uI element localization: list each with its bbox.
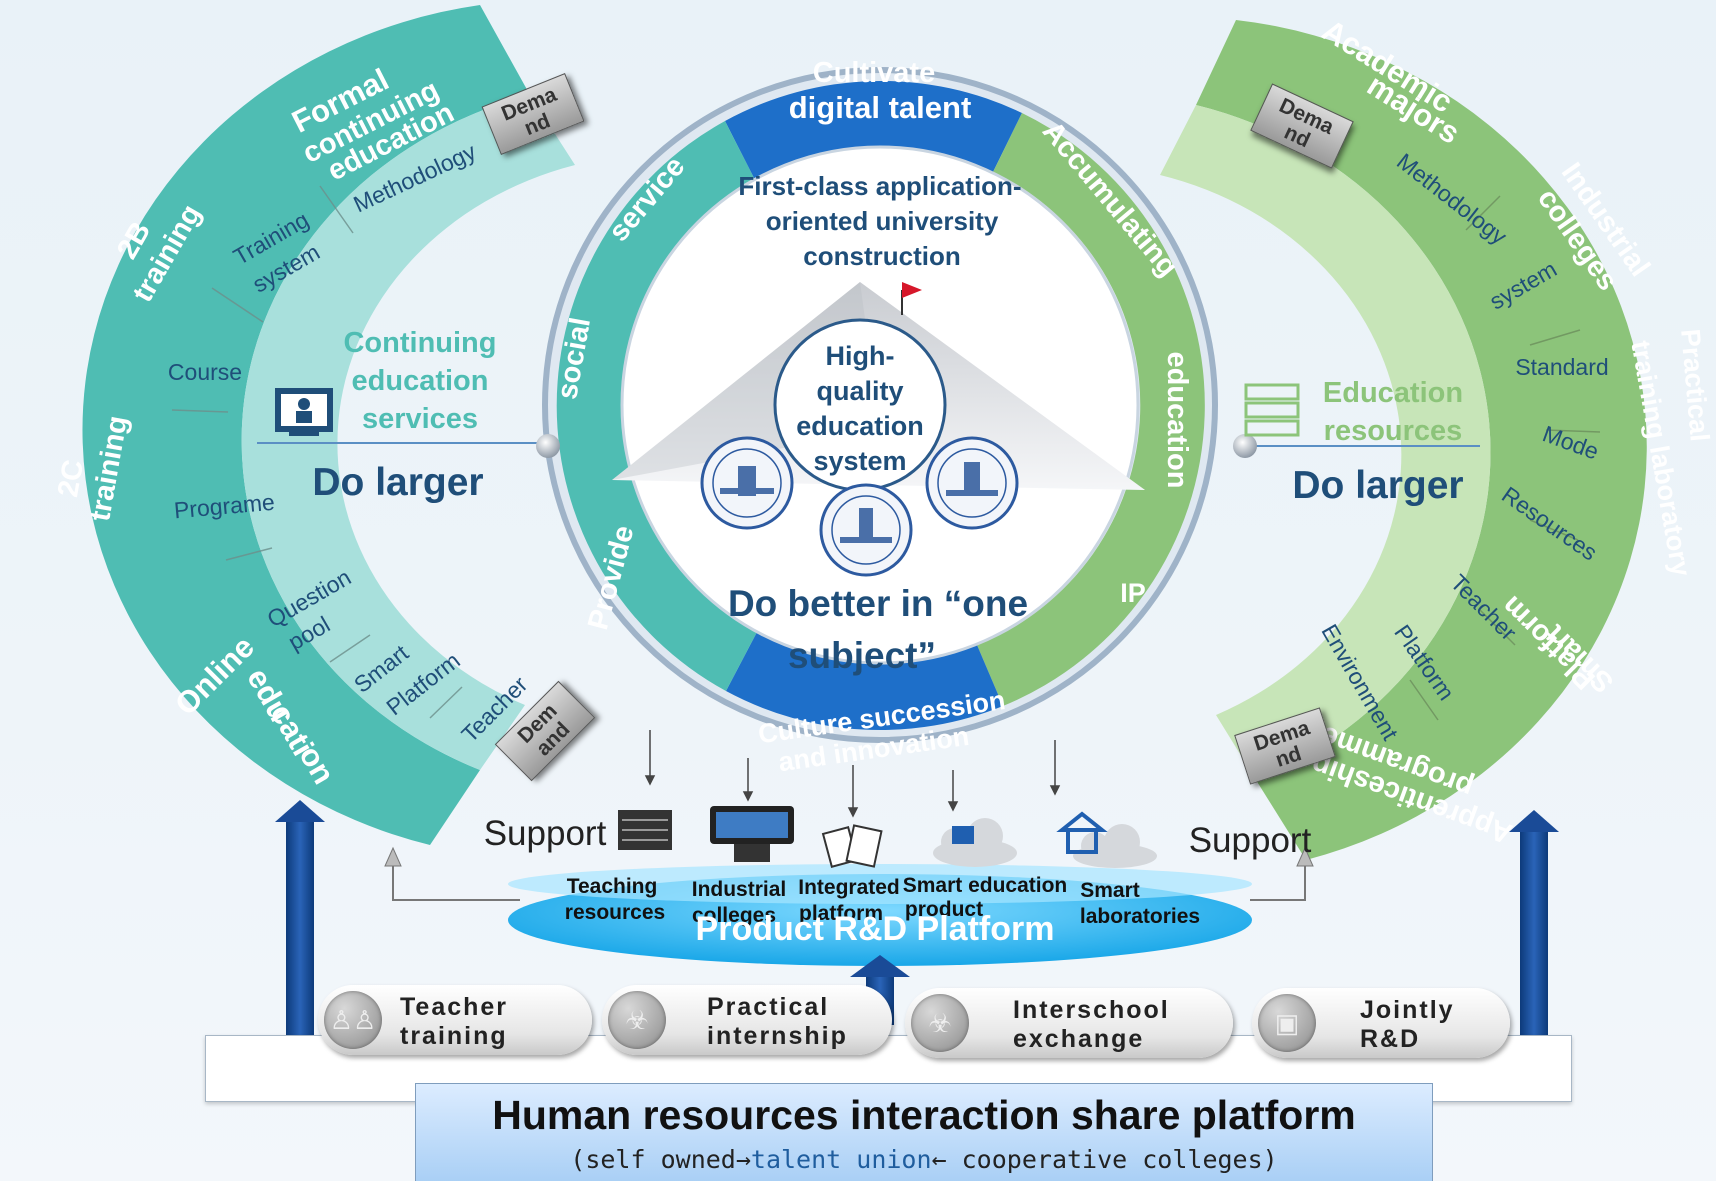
platform-item-1-line-2: resources xyxy=(565,901,665,924)
right-resources-1: Education xyxy=(1323,377,1463,409)
left-services-1: Continuing xyxy=(343,327,496,359)
platform-item-5-line-2: laboratories xyxy=(1080,905,1200,928)
flag-icon xyxy=(902,282,922,298)
logo-seal-bottom xyxy=(819,483,913,577)
teacher-monitor-icon xyxy=(275,388,333,436)
platform-item-4-line-1: Smart education xyxy=(903,874,1068,897)
right-support-arrow xyxy=(1296,846,1314,867)
hr-sub-b: ← cooperative colleges) xyxy=(931,1145,1278,1174)
handshake-icon: ☣ xyxy=(608,991,666,1049)
cloud-home-icon xyxy=(1056,811,1157,868)
pill-2-line-1: Practical xyxy=(707,993,830,1021)
right-inner-standard: Standard xyxy=(1515,354,1608,380)
motto-line-2: subject” xyxy=(788,635,936,676)
left-separators xyxy=(171,185,463,719)
ring-top-text-2: digital talent xyxy=(789,90,972,125)
ring-bottom-segment xyxy=(726,632,1003,731)
right-connector-ball xyxy=(1233,434,1257,458)
left-support-arrow xyxy=(384,846,402,867)
handshake-icon: ☣ xyxy=(911,994,969,1052)
platform-item-5-line-1: Smart xyxy=(1080,879,1140,902)
pill-4-line-2: R&D xyxy=(1360,1025,1421,1053)
platform-item-3-line-1: Integrated xyxy=(798,876,900,899)
pill-practical-internship[interactable]: ☣ Practical internship xyxy=(602,985,892,1055)
core-line-4: system xyxy=(813,446,906,476)
left-2c-1: 2C xyxy=(52,457,90,499)
platform-title: Product R&D Platform xyxy=(696,910,1055,948)
pill-teacher-training[interactable]: ♙♙ Teacher training xyxy=(318,985,592,1055)
hr-sub-union: talent union xyxy=(750,1145,932,1174)
right-support-line xyxy=(1250,860,1306,901)
pill-2-line-2: internship xyxy=(707,1022,848,1050)
left-support-line xyxy=(392,860,520,901)
id-card-icon: ▣ xyxy=(1258,994,1316,1052)
pill-1-line-2: training xyxy=(400,1022,508,1050)
left-inner-course: Course xyxy=(168,359,242,385)
logo-seal-right xyxy=(925,436,1019,530)
platform-item-2-line-2: colleges xyxy=(692,904,776,927)
pill-jointly-rd[interactable]: ▣ Jointly R&D xyxy=(1252,988,1510,1058)
ring-right-text-education: education xyxy=(1161,352,1193,489)
motto-line-1: Do better in “one xyxy=(728,583,1028,624)
right-practical-1: Practical xyxy=(1675,328,1715,443)
left-outer-band xyxy=(82,5,530,845)
left-up-arrow xyxy=(275,800,325,1065)
goal-line-1: First-class application- xyxy=(738,171,1021,201)
pill-1-line-1: Teacher xyxy=(400,993,509,1021)
cloud-lock-icon xyxy=(933,818,1017,867)
platform-item-3-line-2: platform xyxy=(799,902,883,925)
ring-right-segment xyxy=(977,113,1205,706)
hr-platform-title-box: Human resources interaction share platfo… xyxy=(415,1083,1433,1181)
monitor-icon xyxy=(710,806,794,862)
ring-top-text-1: Cultivate xyxy=(813,57,935,89)
left-inner-band xyxy=(241,95,575,770)
hr-platform-subtitle: (self owned→talent union← cooperative co… xyxy=(416,1145,1432,1174)
core-line-3: education xyxy=(796,411,924,441)
pill-3-line-1: Interschool xyxy=(1013,996,1170,1024)
right-separators xyxy=(1409,195,1601,721)
hr-sub-a: (self owned→ xyxy=(570,1145,751,1174)
down-arrows xyxy=(644,730,1061,818)
right-support-label: Support xyxy=(1189,821,1312,860)
platform-item-4-line-2: product xyxy=(905,898,983,921)
resources-server-icon xyxy=(1244,383,1300,437)
right-do-larger: Do larger xyxy=(1292,464,1463,507)
platform-item-2-line-1: Industrial xyxy=(692,878,787,901)
platform-top xyxy=(508,864,1252,904)
ring-left-segment xyxy=(556,121,757,691)
pill-interschool-exchange[interactable]: ☣ Interschool exchange xyxy=(905,988,1233,1058)
left-services-3: services xyxy=(362,403,478,435)
goal-line-2: oriented university xyxy=(766,206,999,236)
server-icon xyxy=(618,810,672,850)
core-line-2: quality xyxy=(816,376,903,406)
people-icon: ♙♙ xyxy=(324,991,382,1049)
ring-right-text-ip: IP xyxy=(1120,578,1146,608)
core-line-1: High- xyxy=(826,341,895,371)
goal-line-3: construction xyxy=(803,241,960,271)
hr-platform-title: Human resources interaction share platfo… xyxy=(492,1092,1356,1138)
center-inner-edge xyxy=(620,145,1140,665)
pill-3-line-2: exchange xyxy=(1013,1025,1145,1053)
platform-item-1-line-1: Teaching xyxy=(567,875,658,898)
right-up-arrow xyxy=(1509,810,1559,1065)
left-connector-ball xyxy=(536,434,560,458)
pill-4-line-1: Jointly xyxy=(1360,996,1455,1024)
right-inner-band xyxy=(1160,105,1491,780)
right-outer-band xyxy=(1196,20,1647,860)
logo-seal-left xyxy=(700,436,794,530)
right-resources-2: resources xyxy=(1324,415,1463,447)
left-services-2: education xyxy=(352,365,489,397)
left-support-label: Support xyxy=(484,814,607,853)
devices-icon xyxy=(821,824,883,869)
left-do-larger: Do larger xyxy=(312,461,483,504)
